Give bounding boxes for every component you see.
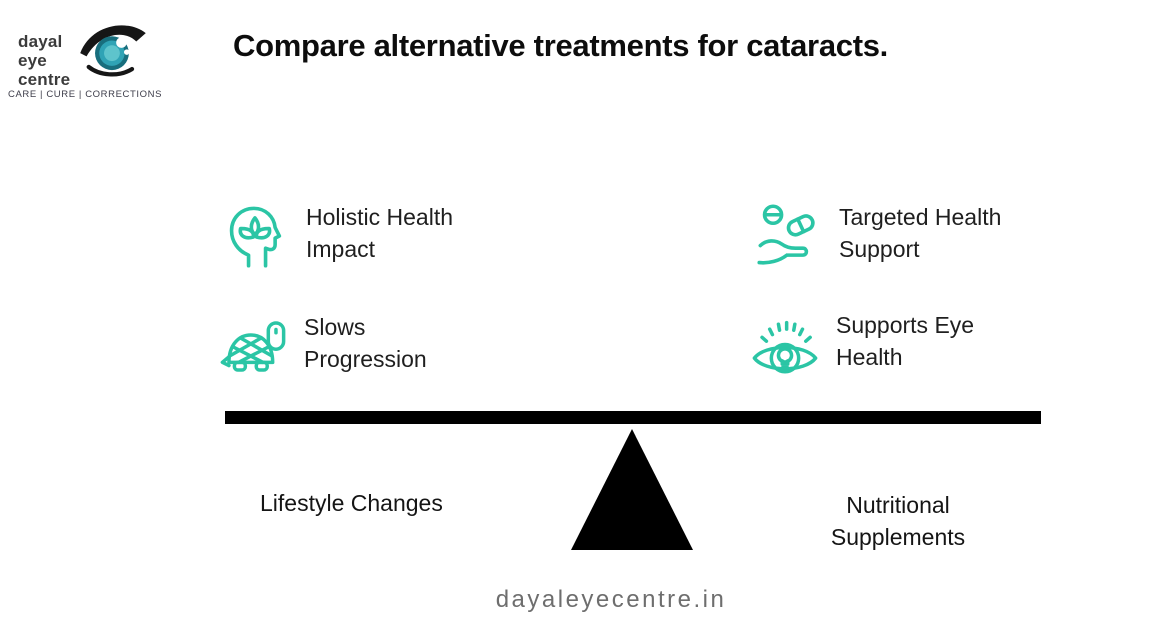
- logo-name: dayal eye centre: [18, 32, 70, 89]
- logo-name-line3: centre: [18, 70, 71, 89]
- feature-supports-eye-health: Supports Eye Health: [750, 308, 974, 382]
- balance-right-label: Nutritional Supplements: [830, 492, 966, 550]
- website-url: dayaleyecentre.in: [495, 586, 727, 613]
- eye-logo-icon: [76, 12, 150, 88]
- balance-beam: [225, 411, 1041, 424]
- feature-holistic-health: Holistic Health Impact: [222, 200, 453, 272]
- eye-lightbulb-icon: [750, 308, 820, 382]
- footer-website: dayaleyecentre.in: [0, 586, 1170, 614]
- balance-fulcrum-triangle: [571, 429, 693, 550]
- page-title: Compare alternative treatments for catar…: [233, 28, 888, 63]
- feature-slows-progression: Slows Progression: [218, 310, 427, 384]
- logo-name-line2: eye: [18, 51, 47, 70]
- logo-tagline: CARE | CURE | CORRECTIONS: [8, 89, 163, 100]
- hand-pills-icon: [755, 200, 823, 272]
- feature-targeted-support: Targeted Health Support: [755, 200, 1001, 272]
- feature-label: Supports Eye Health: [836, 312, 975, 370]
- turtle-icon: [218, 310, 288, 384]
- logo-name-line1: dayal: [18, 32, 63, 51]
- feature-label: Slows Progression: [304, 314, 427, 372]
- feature-label: Targeted Health Support: [839, 204, 1002, 262]
- logo: dayal eye centre CARE | CURE | CORRECTIO…: [0, 0, 210, 110]
- feature-label: Holistic Health Impact: [306, 204, 453, 262]
- balance-left-label: Lifestyle Changes: [260, 490, 443, 516]
- head-lotus-icon: [222, 200, 290, 272]
